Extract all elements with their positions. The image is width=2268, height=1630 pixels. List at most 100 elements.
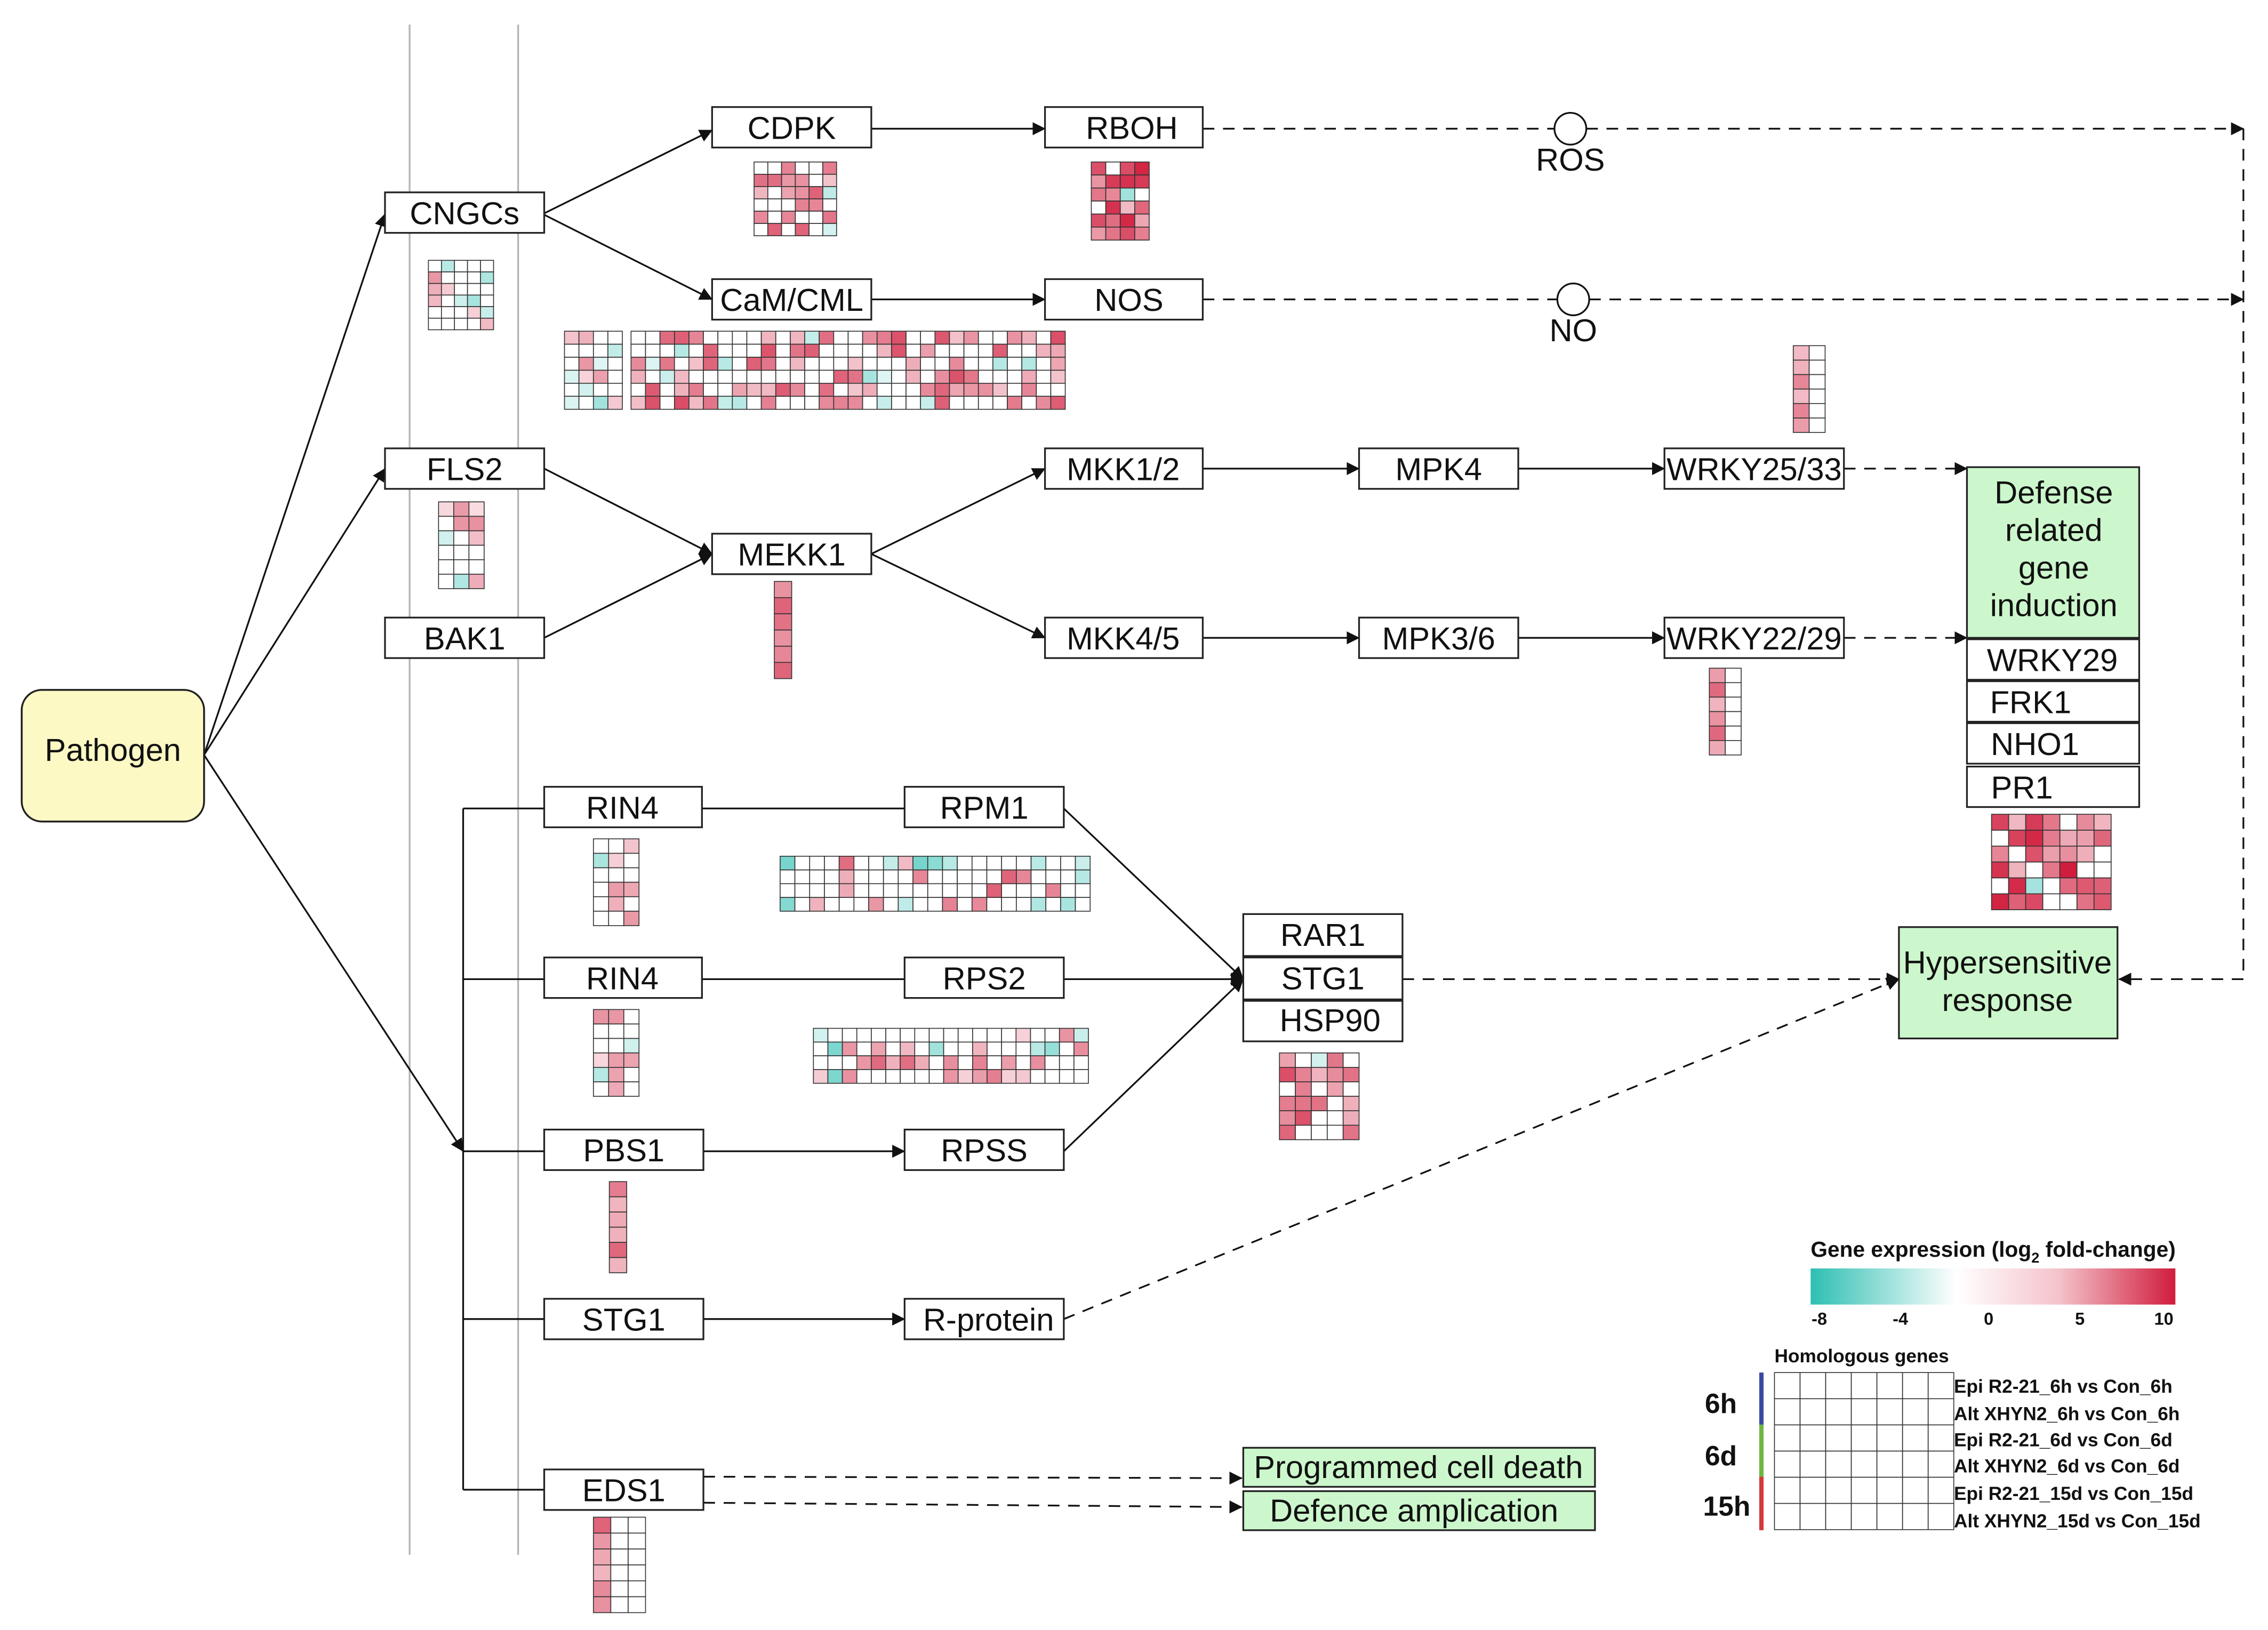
- heatmap-cell: [977, 370, 993, 384]
- heatmap-cell: [746, 357, 762, 371]
- heatmap-cell: [2093, 830, 2112, 847]
- heatmap-cell: [885, 1055, 901, 1070]
- heatmap-cell: [659, 396, 675, 410]
- heatmap-cell: [645, 357, 661, 371]
- heatmap-cell: [760, 396, 776, 410]
- hypersensitive-response-node: Hypersensitive response: [1898, 926, 2119, 1040]
- nos-box: [1044, 278, 1204, 321]
- heatmap-cell: [592, 357, 608, 371]
- heatmap-cell: [688, 383, 704, 397]
- legend-label-6h: 6h: [1705, 1388, 1737, 1419]
- heatmap-cell: [833, 383, 849, 397]
- heatmap-cell: [1927, 1503, 1954, 1530]
- heatmap-cell: [468, 544, 485, 560]
- heatmap-cell: [608, 1023, 624, 1039]
- heatmap-cell: [905, 383, 921, 397]
- heatmap-defense: [1991, 814, 2112, 910]
- heatmap-cell: [1902, 1424, 1929, 1452]
- heatmap-cell: [1060, 855, 1076, 871]
- heatmap-cell: [674, 383, 690, 397]
- legend-row-4: Alt XHYN2_6d vs Con_6d: [1954, 1456, 2179, 1476]
- pr1-label: PR1: [1991, 769, 2053, 805]
- heatmap-cell: [957, 855, 973, 871]
- heatmap-cell: [927, 869, 943, 885]
- heatmap-cell: [1036, 396, 1052, 410]
- heatmap-cell: [592, 1052, 610, 1068]
- heatmap-cell: [1850, 1372, 1878, 1400]
- heatmap-cell: [813, 1027, 829, 1043]
- pathogen-label: Pathogen: [45, 732, 181, 768]
- heatmap-cell: [2008, 861, 2026, 879]
- heatmap-cell: [1075, 855, 1091, 871]
- heatmap-cell: [1825, 1398, 1852, 1426]
- heatmap-cell: [578, 357, 594, 371]
- heatmap-cell: [891, 370, 907, 384]
- heatmap-cell: [468, 530, 485, 546]
- heatmap-cell: [838, 897, 855, 912]
- heatmap-cell: [754, 161, 768, 175]
- heatmap-cell: [608, 1009, 624, 1025]
- heatmap-cell: [992, 357, 1008, 371]
- heatmap-cell: [833, 331, 849, 345]
- heatmap-cell: [1876, 1398, 1903, 1426]
- heatmap-cell: [934, 396, 950, 410]
- heatmap-cell: [824, 897, 840, 912]
- heatmap-cell: [847, 331, 863, 345]
- heatmap-cell: [934, 343, 950, 358]
- cdpk-label: CDPK: [748, 110, 836, 146]
- heatmap-cell: [467, 294, 481, 307]
- heatmap-cell: [822, 161, 837, 175]
- heatmap-cell: [1902, 1476, 1929, 1504]
- heatmap-cell: [659, 357, 675, 371]
- heatmap-cell: [808, 211, 823, 224]
- heatmap-cell: [1134, 174, 1150, 189]
- heatmap-cell: [1792, 374, 1810, 390]
- edge-mekk1-mkk45: [871, 553, 1046, 639]
- heatmap-cell: [942, 869, 958, 885]
- heatmap-cell: [1825, 1476, 1852, 1504]
- heatmap-cell: [795, 211, 810, 224]
- heatmap-cell: [809, 897, 825, 912]
- heatmap-cell: [934, 331, 950, 345]
- heatmap-cell: [847, 396, 863, 410]
- heatmap-cell: [992, 343, 1008, 358]
- heatmap-cell: [891, 396, 907, 410]
- heatmap-cell: [912, 869, 928, 885]
- stg1-complex-box: [1242, 957, 1404, 1000]
- defense-line-4: induction: [1990, 588, 2118, 623]
- heatmap-cell: [942, 855, 958, 871]
- heatmap-cell: [630, 383, 646, 397]
- heatmap-cell: [428, 306, 442, 319]
- heatmap-cell: [1036, 343, 1052, 358]
- heatmap-cell: [920, 396, 936, 410]
- heatmap-cell: [1015, 1069, 1031, 1084]
- heatmap-cell: [957, 1055, 973, 1070]
- heatmap-cell: [900, 1041, 916, 1056]
- cngcs-box: [384, 191, 546, 234]
- heatmap-cell: [2025, 877, 2043, 895]
- heatmap-cell: [659, 343, 675, 358]
- heatmap-cell: [592, 867, 610, 883]
- heatmap-cell: [905, 370, 921, 384]
- heatmap-eds1: [592, 1516, 646, 1613]
- heatmap-cell: [623, 911, 640, 926]
- heatmap-cell: [1327, 1081, 1344, 1097]
- heatmap-cell: [1279, 1096, 1296, 1112]
- heatmap-cell: [862, 370, 878, 384]
- heatmap-cell: [963, 370, 979, 384]
- gene-boxes: [384, 106, 2141, 1511]
- heatmap-cell: [1030, 1055, 1046, 1070]
- heatmap-cell: [774, 597, 792, 615]
- heatmap-cell: [957, 1069, 973, 1084]
- heatmap-cell: [1342, 1081, 1360, 1097]
- heatmap-cell: [623, 896, 640, 912]
- heatmap-cell: [862, 357, 878, 371]
- rprotein-box: [903, 1298, 1065, 1340]
- heatmap-cell: [1044, 1027, 1060, 1043]
- heatmap-cell: [438, 544, 454, 560]
- heatmap-cell: [438, 530, 454, 546]
- heatmap-cell: [957, 869, 973, 885]
- heatmap-cell: [992, 383, 1008, 397]
- heatmap-cell: [1327, 1125, 1344, 1141]
- heatmap-cell: [623, 1009, 640, 1025]
